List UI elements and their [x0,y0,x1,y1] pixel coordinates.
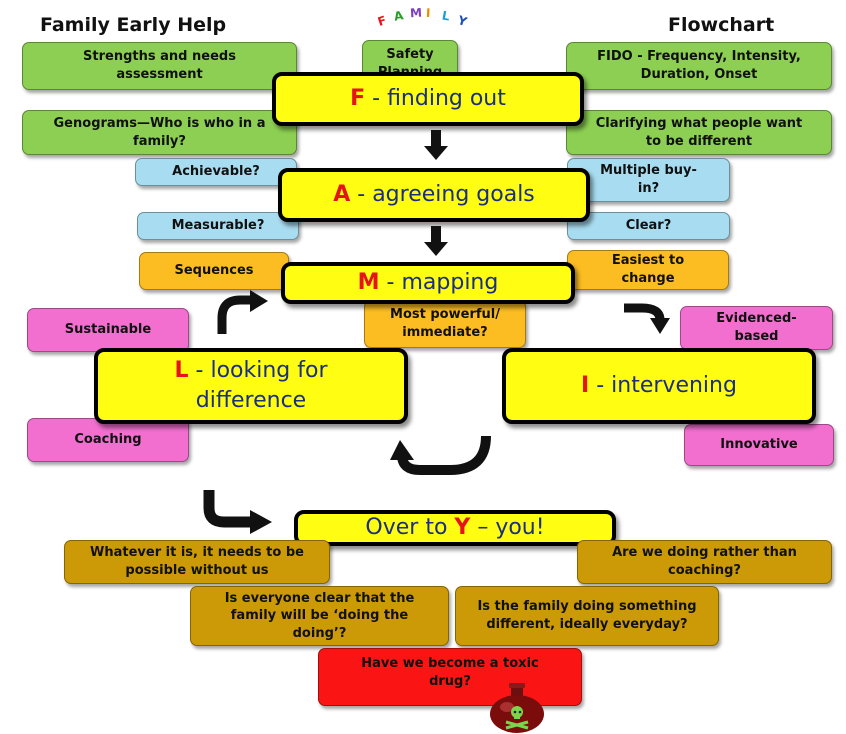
possible-without-us-box: Whatever it is, it needs to be possible … [64,540,330,584]
title-right: Flowchart [668,14,775,36]
everyone-clear-box: Is everyone clear that the family will b… [190,586,449,646]
fido-box: FIDO - Frequency, Intensity, Duration, O… [566,42,832,90]
doing-rather-box: Are we doing rather than coaching? [577,540,832,584]
down-arrow-icon [424,130,448,160]
achievable-box: Achievable? [135,158,297,186]
step-f-finding-out: F - finding out [272,72,584,126]
sequences-box: Sequences [139,252,289,290]
coaching-box: Coaching [27,418,189,462]
curved-arrow-icon [203,490,272,534]
step-i-intervening: I - intervening [502,348,816,424]
step-a-agreeing-goals: A - agreeing goals [278,168,590,222]
step-l-looking-for-difference: L - looking for difference [94,348,408,424]
genograms-box: Genograms—Who is who in a family? [22,110,297,155]
curved-arrow-icon [390,435,491,475]
step-m-mapping: M - mapping [281,262,575,304]
step-y-over-to-you: Over to Y – you! [294,510,616,546]
toxic-drug-box: Have we become a toxic drug? [318,648,582,706]
clear-box: Clear? [567,212,730,240]
clarifying-box: Clarifying what people want to be differ… [566,110,832,155]
poison-bottle-icon [490,683,544,733]
easiest-box: Easiest to change [567,250,729,290]
innovative-box: Innovative [684,424,834,466]
curved-arrow-icon [624,303,670,334]
family-doing-different-box: Is the family doing something different,… [455,586,719,646]
most-powerful-box: Most powerful/ immediate? [364,300,526,348]
measurable-box: Measurable? [137,212,299,240]
title-left: Family Early Help [40,14,227,36]
strengths-box: Strengths and needs assessment [22,42,297,90]
sustainable-box: Sustainable [27,308,189,352]
curved-arrow-icon [217,290,268,334]
down-arrow-icon [424,226,448,256]
